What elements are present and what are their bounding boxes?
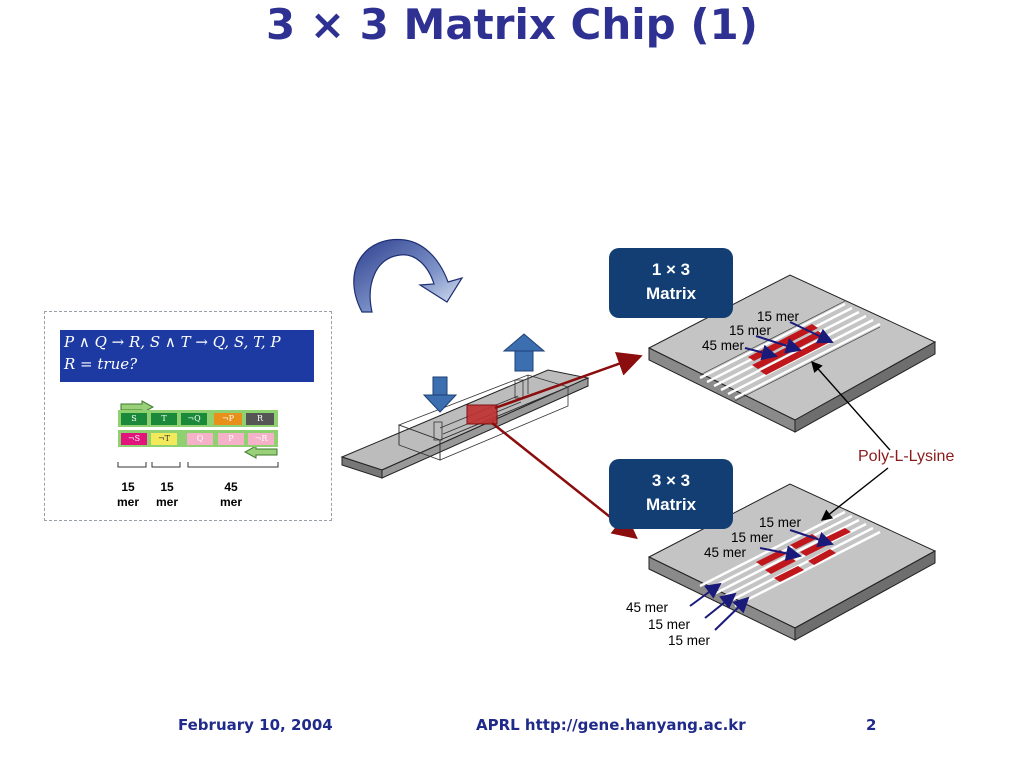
strand-bottom-seg: ¬R bbox=[248, 433, 274, 445]
formula-line-1: P ∧ Q → R, S ∧ T → Q, S, T, P bbox=[64, 333, 281, 351]
mer-label-3: 45 mer bbox=[219, 480, 242, 509]
chip2-label-top-3: 45 mer bbox=[704, 545, 747, 560]
poly-l-lysine-label: Poly-L-Lysine bbox=[858, 448, 955, 465]
length-brackets bbox=[117, 462, 279, 468]
formula-line-2: R = true? bbox=[64, 355, 138, 373]
glass-slide bbox=[340, 369, 590, 479]
mer-label-1: 15 mer bbox=[116, 480, 139, 509]
chip1-label-1: 15 mer bbox=[757, 309, 800, 324]
mer-label-2: 15 mer bbox=[155, 480, 178, 509]
strand-top-seg: ¬Q bbox=[181, 413, 207, 425]
strand-top-seg: R bbox=[246, 413, 274, 425]
inlet-arrow-icon bbox=[422, 376, 458, 413]
chip2-label-bottom-1: 45 mer bbox=[626, 600, 669, 615]
strand-bottom-seg: ¬S bbox=[121, 433, 147, 445]
chip2-label-top-2: 15 mer bbox=[731, 530, 774, 545]
matrix-1x3-label: 1 × 3 Matrix bbox=[609, 248, 733, 318]
chip1-annotation-arrows bbox=[744, 321, 834, 361]
chip2-annotation-arrows bbox=[689, 529, 834, 631]
arrow-to-1x3 bbox=[494, 351, 643, 410]
strand-top-seg: S bbox=[121, 413, 147, 425]
strand-top-seg: T bbox=[151, 413, 177, 425]
chip2-label-bottom-3: 15 mer bbox=[668, 633, 711, 648]
strand-bottom-seg: Q bbox=[187, 433, 213, 445]
outlet-arrow-icon bbox=[502, 333, 546, 372]
chip2-label-bottom-2: 15 mer bbox=[648, 617, 691, 632]
matrix-3x3-label: 3 × 3 Matrix bbox=[609, 459, 733, 529]
left-arrow-icon bbox=[244, 445, 278, 459]
formula-box: P ∧ Q → R, S ∧ T → Q, S, T, P R = true? bbox=[60, 330, 314, 382]
strand-bottom-seg: ¬T bbox=[151, 433, 177, 445]
chip2-label-top-1: 15 mer bbox=[759, 515, 802, 530]
strand-top-seg: ¬P bbox=[214, 413, 242, 425]
footer-url: APRL http://gene.hanyang.ac.kr bbox=[476, 716, 746, 734]
footer-page-number: 2 bbox=[866, 716, 877, 734]
footer-date: February 10, 2004 bbox=[178, 716, 333, 734]
logic-strand-panel bbox=[44, 311, 332, 521]
slide-title: 3 × 3 Matrix Chip (1) bbox=[266, 0, 758, 49]
chip1-label-3: 45 mer bbox=[702, 338, 745, 353]
chip1-label-2: 15 mer bbox=[729, 323, 772, 338]
curved-flip-arrow-icon bbox=[353, 238, 464, 313]
strand-bottom-seg: P bbox=[218, 433, 244, 445]
